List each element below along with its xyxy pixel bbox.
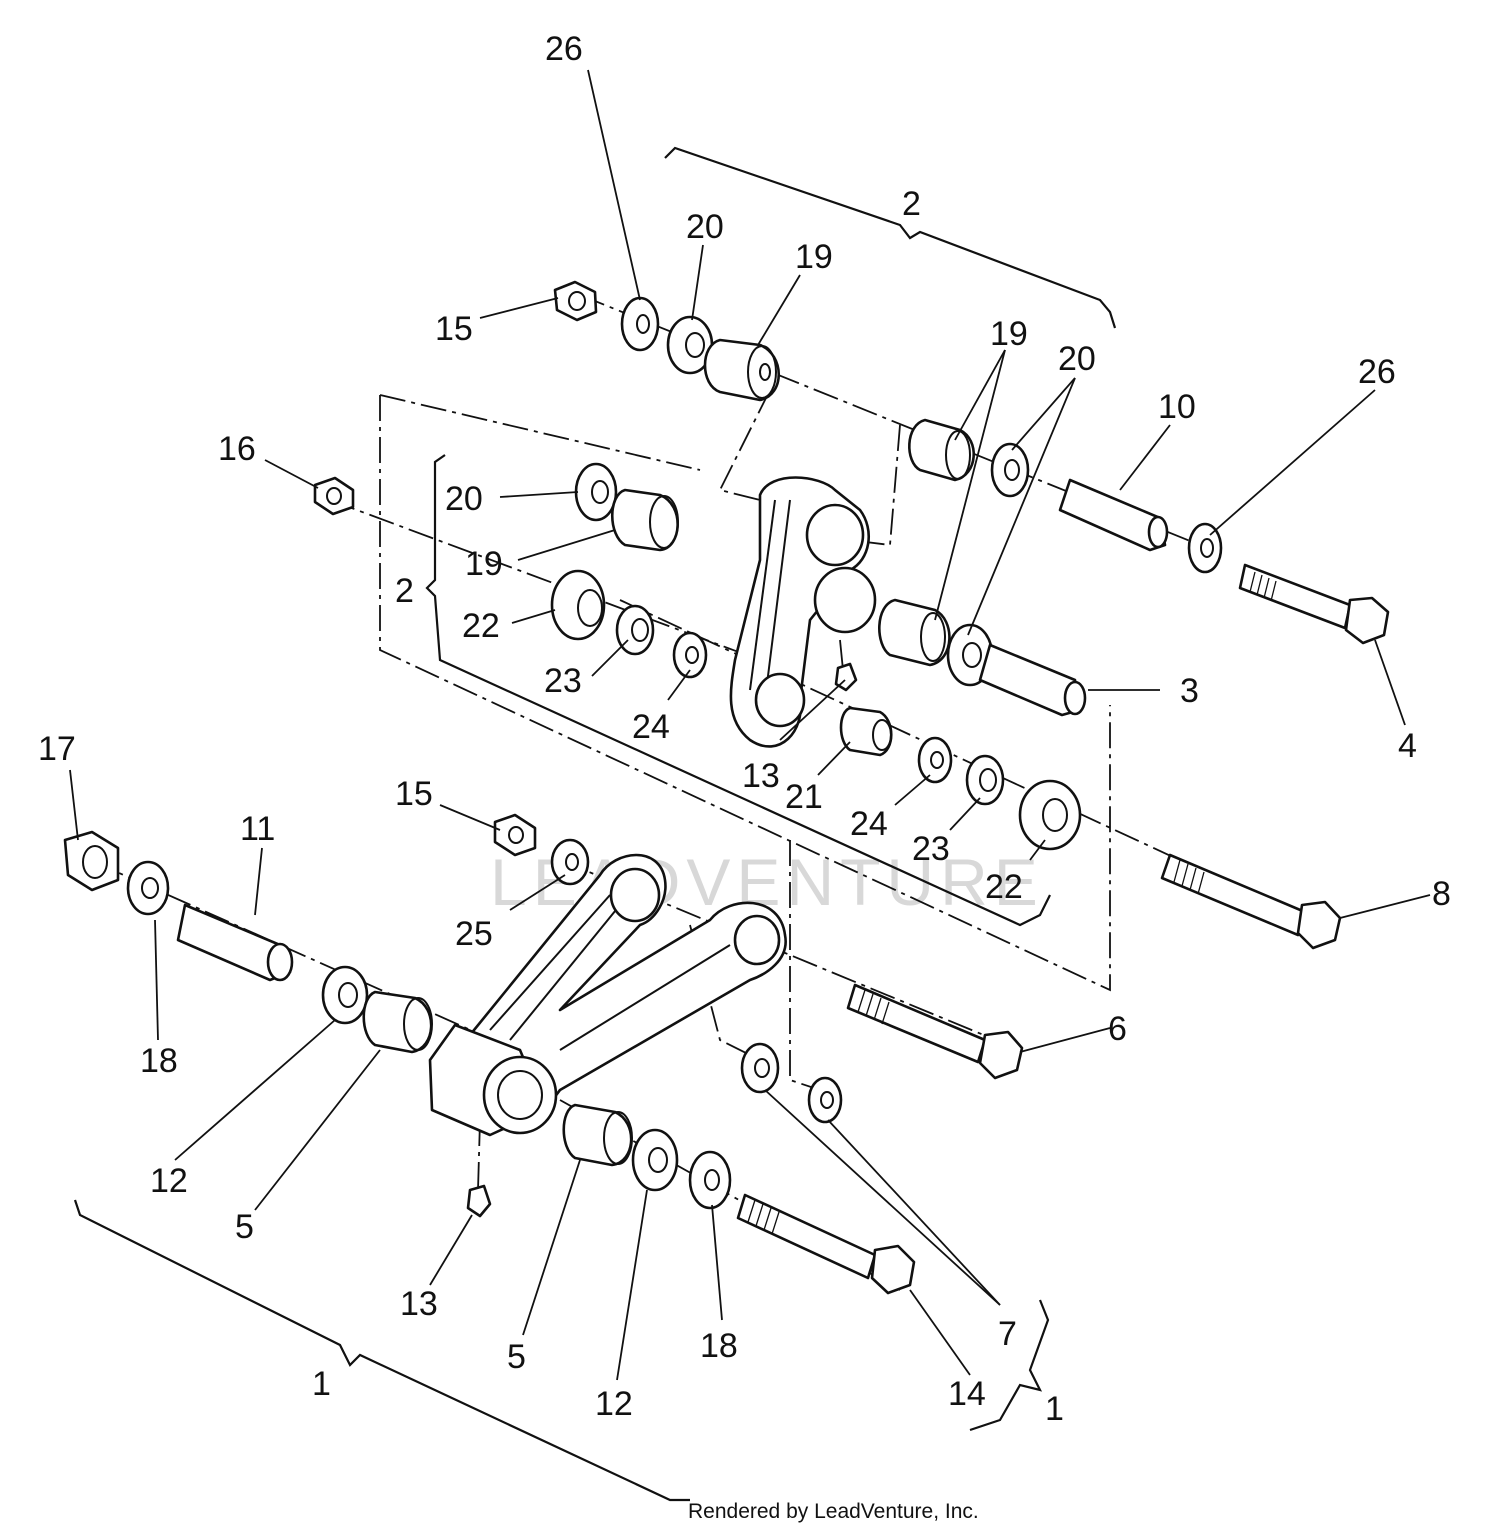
callout-15-lower: 15 [395, 775, 433, 813]
callout-26-right: 26 [1358, 353, 1396, 391]
callout-17: 17 [38, 730, 76, 768]
callout-15-top: 15 [435, 310, 473, 348]
callout-20-top: 20 [686, 208, 724, 246]
callout-11: 11 [240, 810, 275, 848]
callout-13-lower: 13 [400, 1285, 438, 1323]
hardware-top [313, 280, 1390, 950]
callout-26-top: 26 [545, 30, 583, 68]
callout-21: 21 [785, 778, 823, 816]
callout-16: 16 [218, 430, 256, 468]
callout-22-right: 22 [985, 868, 1023, 906]
callout-2-left: 2 [395, 572, 414, 610]
callout-7: 7 [998, 1315, 1017, 1353]
upper-link-arm [729, 476, 877, 748]
callout-1-right: 1 [1045, 1390, 1064, 1428]
rendered-by-credit: Rendered by LeadVenture, Inc. [688, 1500, 979, 1523]
callout-19-right: 19 [990, 315, 1028, 353]
callout-25: 25 [455, 915, 493, 953]
centerlines [89, 294, 1331, 1291]
callout-8: 8 [1432, 875, 1451, 913]
callout-12-lower: 12 [595, 1385, 633, 1423]
callout-22-left: 22 [462, 607, 500, 645]
callout-23-right: 23 [912, 830, 950, 868]
callout-13-upper: 13 [742, 757, 780, 795]
callout-5-lower: 5 [507, 1338, 526, 1376]
hardware-bottom [63, 813, 1024, 1295]
bracket-1-bottom [73, 1199, 690, 1502]
callout-18-lower: 18 [700, 1327, 738, 1365]
callout-10: 10 [1158, 388, 1196, 426]
bracket-1-right [969, 1299, 1050, 1432]
callout-3: 3 [1180, 672, 1199, 710]
callout-23-left: 23 [544, 662, 582, 700]
callout-2-top: 2 [902, 185, 921, 223]
callout-24-right: 24 [850, 805, 888, 843]
callout-19-left: 19 [465, 545, 503, 583]
callout-1-bottom: 1 [312, 1365, 331, 1403]
callout-18-left: 18 [140, 1042, 178, 1080]
assembly-brackets [73, 146, 1117, 1502]
callout-20-left: 20 [445, 480, 483, 518]
callout-labels: 26 2 20 19 15 19 20 26 16 20 10 19 2 22 … [38, 30, 1451, 1428]
callout-14: 14 [948, 1375, 986, 1413]
callout-6: 6 [1108, 1010, 1127, 1048]
lower-rocker-arm [428, 853, 787, 1137]
bracket-2-top [664, 146, 1117, 329]
callout-20-right: 20 [1058, 340, 1096, 378]
bracket-2-left [425, 454, 1051, 927]
callout-4: 4 [1398, 727, 1417, 765]
callout-19-top: 19 [795, 238, 833, 276]
callout-24-left: 24 [632, 708, 670, 746]
callout-12-left: 12 [150, 1162, 188, 1200]
leader-lines [69, 69, 1431, 1381]
callout-5-left: 5 [235, 1208, 254, 1246]
